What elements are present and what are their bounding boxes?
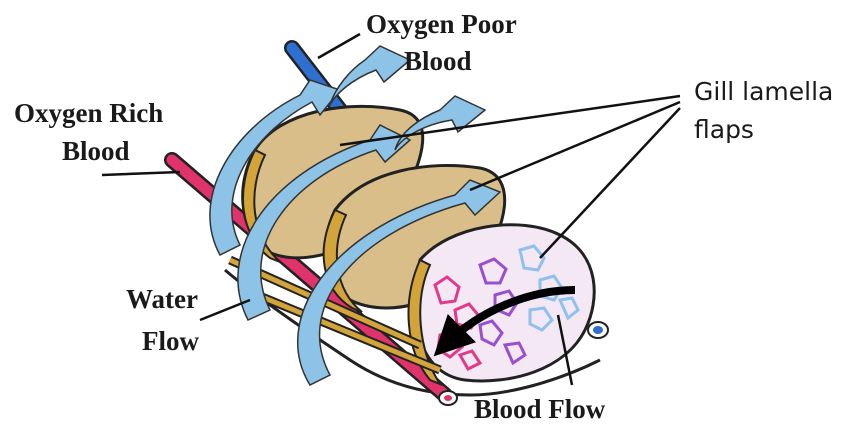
label-blood-flow: Blood Flow bbox=[474, 394, 606, 424]
label-water-flow-line1: Water bbox=[126, 284, 198, 314]
label-oxygen-poor-line2: Blood bbox=[404, 46, 472, 76]
water-flow-arrow-5 bbox=[330, 46, 410, 105]
label-gill-lamella-line1: Gill lamella bbox=[694, 77, 833, 106]
label-oxygen-rich-line1: Oxygen Rich bbox=[14, 98, 163, 128]
label-oxygen-poor-line1: Oxygen Poor bbox=[366, 9, 517, 39]
label-gill-lamella-line2: flaps bbox=[694, 115, 754, 144]
label-water-flow-line2: Flow bbox=[142, 326, 199, 356]
label-oxygen-rich-line2: Blood bbox=[62, 136, 130, 166]
